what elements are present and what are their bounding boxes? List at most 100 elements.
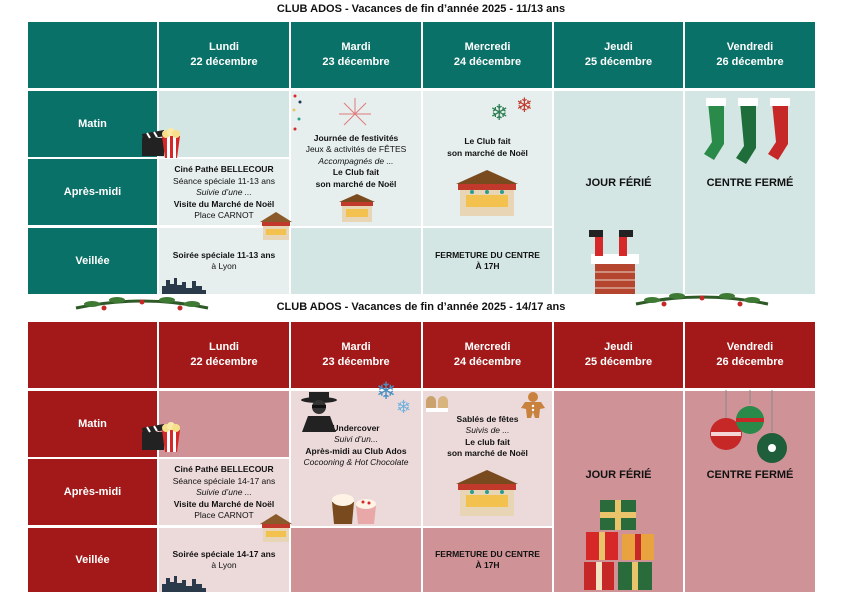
mittens-icon [426, 396, 448, 412]
city-skyline-icon [162, 278, 206, 294]
activity-line: Suivi d’un... [334, 434, 378, 444]
gift-boxes-icon [584, 500, 654, 590]
jeudi-ferie: JOUR FÉRIÉ [554, 391, 683, 592]
period-apres-midi: Après-midi [28, 459, 157, 525]
day-name: Vendredi [726, 41, 774, 53]
period-label: Après-midi [63, 486, 122, 498]
activity-line: Cocooning & Hot Chocolate [303, 457, 409, 467]
day-date: 26 décembre [716, 56, 784, 68]
christmas-stockings-icon [704, 98, 790, 164]
christmas-market-stall-icon [456, 470, 518, 516]
day-name: Mardi [341, 341, 371, 353]
activity-line: Le club fait [465, 436, 510, 447]
header-vendredi: Vendredi 26 décembre [685, 322, 815, 388]
period-label: Après-midi [63, 186, 122, 198]
day-name: Jeudi [604, 41, 633, 53]
day-name: Mardi [341, 41, 371, 53]
day-date: 24 décembre [453, 356, 522, 368]
header-mardi: Mardi 23 décembre [291, 22, 421, 88]
day-date: 25 décembre [584, 356, 653, 368]
snowflake-icon: ❄ [376, 378, 397, 405]
day-name: Lundi [209, 341, 239, 353]
corner-cell [28, 22, 157, 88]
activity-line: Place CARNOT [194, 210, 254, 221]
christmas-market-stall-icon [260, 212, 292, 240]
activity-line: Journée de festivités [313, 132, 399, 143]
activity-line: Le Club fait [332, 167, 380, 178]
header-lundi: Lundi 22 décembre [159, 22, 289, 88]
activity-line: Visite du Marché de Noël [173, 198, 275, 209]
header-mercredi: Mercredi 24 décembre [423, 322, 552, 388]
christmas-market-stall-icon [260, 514, 292, 542]
activity-line: à Lyon [211, 560, 237, 570]
period-label: Veillée [75, 255, 110, 267]
snowflake-icon: ❄ [490, 100, 509, 125]
corner-cell [28, 322, 157, 388]
activity-line: FERMETURE DU CENTRE [435, 249, 540, 260]
activity-line: Ciné Pathé BELLECOUR [174, 164, 274, 175]
mardi-veillee [291, 528, 421, 592]
activity-line: Jeux & activités de FÊTES [305, 144, 407, 155]
activity-line: Undercover [332, 422, 380, 433]
activity-line: Soirée spéciale 11-13 ans [172, 249, 276, 260]
day-date: 25 décembre [584, 56, 653, 68]
header-jeudi: Jeudi 25 décembre [554, 322, 683, 388]
activity-line: Suivie d’une ... [196, 187, 252, 198]
santa-chimney-icon [589, 230, 639, 294]
confetti-icon [292, 94, 302, 131]
day-date: 22 décembre [190, 356, 258, 368]
closed-label: CENTRE FERMÉ [706, 176, 794, 189]
holly-garland-icon [75, 297, 209, 311]
christmas-market-stall-icon [456, 170, 518, 216]
christmas-market-stall-icon [339, 194, 375, 222]
activity-line: à Lyon [211, 261, 237, 271]
activity-line: Visite du Marché de Noël [173, 498, 275, 509]
spy-icon [301, 392, 337, 432]
activity-line: Séance spéciale 11-13 ans [173, 175, 275, 186]
lundi-apres-midi: Ciné Pathé BELLECOUR Séance spéciale 14-… [159, 459, 289, 525]
holly-garland-icon [635, 293, 769, 307]
header-mercredi: Mercredi 24 décembre [423, 22, 552, 88]
day-date: 26 décembre [716, 356, 784, 368]
holiday-label: JOUR FÉRIÉ [585, 176, 652, 189]
holiday-label: JOUR FÉRIÉ [585, 468, 652, 481]
period-matin: Matin [28, 391, 157, 457]
activity-line: Soirée spéciale 14-17 ans [172, 548, 276, 559]
activity-line: À 17H [475, 560, 500, 570]
period-label: Matin [78, 418, 107, 430]
activity-line: son marché de Noël [315, 178, 397, 189]
day-date: 23 décembre [322, 356, 390, 368]
activity-line: son marché de Noël [447, 147, 528, 158]
activity-line: Suivis de ... [465, 425, 510, 435]
activity-line: Ciné Pathé BELLECOUR [174, 464, 274, 475]
day-name: Mercredi [464, 41, 511, 53]
activity-line: À 17H [475, 261, 500, 271]
table2-title: CLUB ADOS - Vacances de fin d’année 2025… [276, 301, 566, 313]
day-date: 23 décembre [322, 56, 390, 68]
day-date: 22 décembre [190, 56, 258, 68]
activity-line: Sablés de fêtes [456, 413, 519, 424]
day-name: Mercredi [464, 341, 511, 353]
period-apres-midi: Après-midi [28, 159, 157, 225]
popcorn-clapper-icon [142, 128, 180, 158]
lundi-apres-midi: Ciné Pathé BELLECOUR Séance spéciale 11-… [159, 159, 289, 225]
period-label: Veillée [75, 554, 110, 566]
closed-label: CENTRE FERMÉ [706, 468, 794, 481]
table1-title: CLUB ADOS - Vacances de fin d’année 2025… [276, 3, 566, 15]
christmas-ornaments-icon [710, 390, 787, 463]
activity-line: Séance spéciale 14-17 ans [172, 475, 276, 486]
day-date: 24 décembre [453, 56, 522, 68]
period-veillee: Veillée [28, 528, 157, 592]
activity-line: Suivie d’une ... [196, 487, 252, 498]
popcorn-clapper-icon [142, 422, 180, 452]
mardi-veillee [291, 228, 421, 294]
activity-line: Le Club fait [464, 136, 511, 146]
mercredi-veillee: FERMETURE DU CENTRE À 17H [423, 528, 552, 592]
header-mardi: Mardi 23 décembre [291, 322, 421, 388]
period-matin: Matin [28, 91, 157, 157]
day-name: Lundi [209, 41, 239, 53]
header-vendredi: Vendredi 26 décembre [685, 22, 815, 88]
period-veillee: Veillée [28, 228, 157, 294]
lundi-matin [159, 91, 289, 157]
firework-icon [339, 98, 371, 126]
